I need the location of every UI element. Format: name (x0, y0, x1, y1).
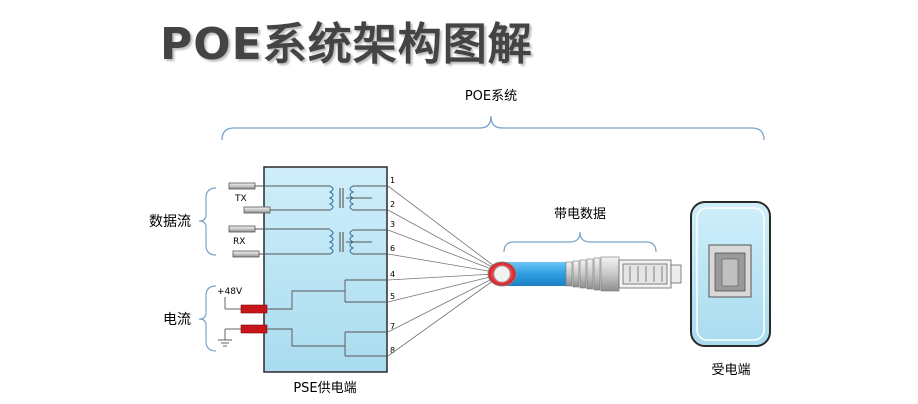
negative-terminal (240, 324, 268, 334)
cable-label: 带电数据 (554, 207, 606, 222)
pin-label: 6 (390, 244, 395, 253)
pin-label: 7 (390, 322, 395, 331)
tx-transformer-icon (328, 185, 355, 211)
pin-label: 3 (390, 220, 395, 229)
transformer-output-leads (346, 185, 388, 255)
current-label: 电流 (163, 312, 191, 328)
pin-label: 8 (390, 346, 395, 355)
system-label: POE系统 (465, 89, 517, 104)
data-stream-bracket (198, 187, 217, 256)
rj45-plug-icon (618, 259, 682, 289)
voltage-label: +48V (217, 287, 243, 297)
rx-label: RX (233, 237, 245, 247)
pin-label: 2 (390, 200, 395, 209)
pd-label: 受电端 (711, 363, 750, 378)
current-bracket (198, 285, 217, 352)
pin-label: 5 (390, 292, 395, 301)
pse-label: PSE供电端 (293, 381, 356, 396)
pin-label: 4 (390, 270, 395, 279)
power-input (224, 297, 268, 340)
tx-label: TX (234, 194, 247, 204)
rx-input-connectors (228, 225, 330, 258)
pse-box (263, 166, 388, 373)
rj45-port-icon (708, 244, 752, 298)
ground-icon (218, 339, 232, 347)
power-routing-lines (267, 279, 388, 357)
positive-terminal (240, 304, 268, 314)
pin-label: 1 (390, 176, 395, 185)
page-title: POE系统架构图解 (160, 19, 533, 70)
strain-relief (565, 256, 620, 292)
tx-input-connectors (228, 182, 330, 214)
cable-bracket (503, 231, 657, 253)
data-stream-label: 数据流 (149, 214, 191, 230)
system-bracket (221, 115, 765, 141)
pair-wires (387, 185, 495, 357)
ethernet-cable (487, 256, 682, 292)
